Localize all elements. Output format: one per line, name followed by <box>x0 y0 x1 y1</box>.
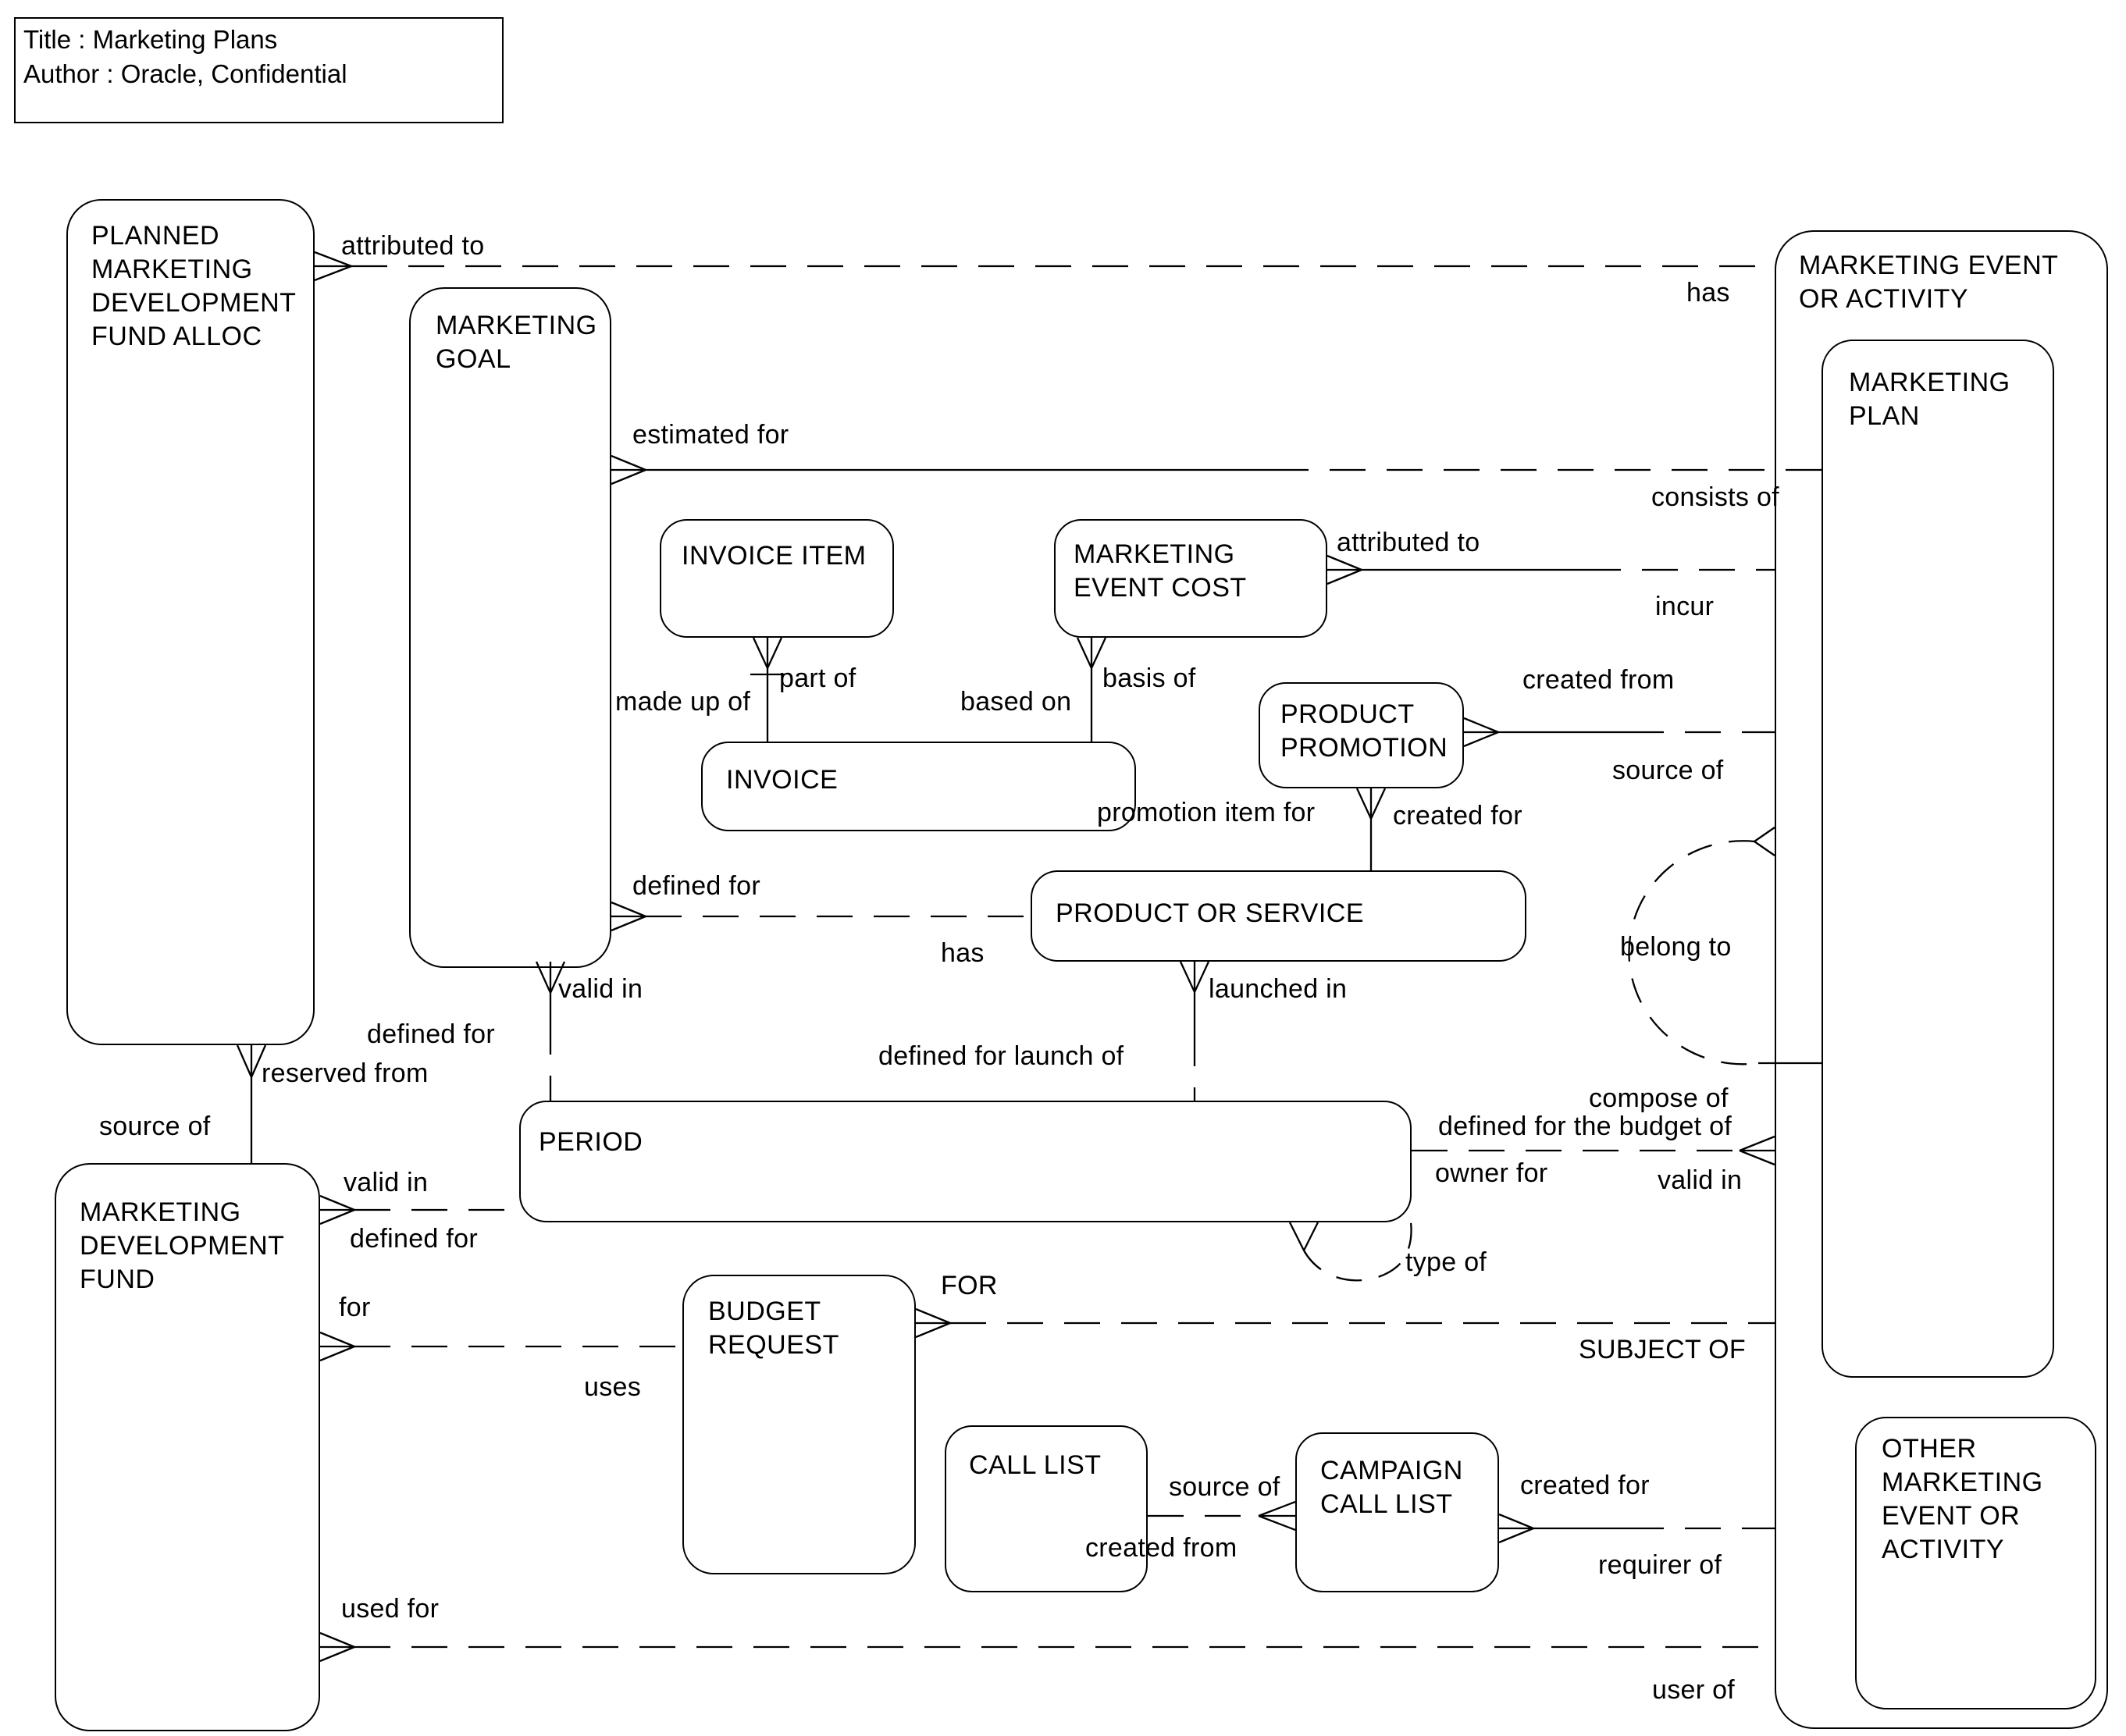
entity-label: OTHER MARKETING EVENT OR ACTIVITY <box>1882 1434 2043 1564</box>
rel-label-incur: incur <box>1655 592 1715 621</box>
rel-label-has-event: has <box>1686 278 1730 308</box>
rel-created-for-campaign-foot <box>1498 1513 1628 1544</box>
rel-belong-to-foot <box>1754 827 1775 856</box>
rel-label-created-from-call-list: created from <box>1085 1533 1237 1563</box>
entity-label: CAMPAIGN CALL LIST <box>1320 1456 1463 1519</box>
rel-label-valid-in-plan: valid in <box>1658 1165 1743 1195</box>
rel-part-of-foot <box>750 637 785 742</box>
rel-for-plan-foot <box>915 1307 951 1339</box>
rel-label-user-of: user of <box>1652 1675 1736 1705</box>
rel-label-launched-in: launched in <box>1209 974 1348 1004</box>
rel-belong-to-arc <box>1628 840 1759 1065</box>
entity-marketing-goal[interactable]: MARKETING GOAL <box>409 287 611 968</box>
rel-label-subject-of: SUBJECT OF <box>1579 1335 1746 1364</box>
diagram-title: Title : Marketing Plans <box>23 25 278 54</box>
rel-for-fund-foot <box>319 1331 355 1362</box>
rel-label-compose-of: compose of <box>1589 1083 1729 1113</box>
entity-label: INVOICE ITEM <box>682 541 867 571</box>
entity-label: MARKETING PLAN <box>1849 368 2010 431</box>
entity-label: MARKETING EVENT COST <box>1074 539 1247 603</box>
rel-type-of-foot <box>1288 1222 1319 1251</box>
rel-label-has-product: has <box>941 938 985 968</box>
entity-period[interactable]: PERIOD <box>519 1101 1412 1222</box>
entity-label: PERIOD <box>539 1127 643 1157</box>
diagram-title-box: Title : Marketing Plans Author : Oracle,… <box>14 17 504 123</box>
rel-call-list-foot <box>1258 1500 1296 1531</box>
rel-label-valid-in-goal: valid in <box>558 974 643 1004</box>
rel-label-created-for-promo: created for <box>1393 801 1522 831</box>
rel-label-defined-for-goal: defined for <box>632 871 760 901</box>
entity-label: BUDGET REQUEST <box>708 1297 839 1360</box>
entity-marketing-plan[interactable]: MARKETING PLAN <box>1822 340 2054 1378</box>
entity-invoice-item[interactable]: INVOICE ITEM <box>660 519 894 638</box>
diagram-author: Author : Oracle, Confidential <box>23 59 347 88</box>
rel-label-created-from-promo: created from <box>1522 665 1675 695</box>
rel-label-source-of-fund: source of <box>99 1112 211 1141</box>
entity-product-or-service[interactable]: PRODUCT OR SERVICE <box>1031 870 1526 962</box>
rel-created-from-promo-foot <box>1463 717 1628 748</box>
rel-label-reserved-from: reserved from <box>262 1058 429 1088</box>
rel-label-defined-for-the-budget-of: defined for the budget of <box>1438 1112 1732 1141</box>
rel-incur-foot <box>1327 554 1585 585</box>
entity-other-marketing-event-or-activity[interactable]: OTHER MARKETING EVENT OR ACTIVITY <box>1855 1417 2096 1709</box>
rel-label-requirer-of: requirer of <box>1598 1550 1722 1580</box>
entity-planned-marketing-development-fund-alloc[interactable]: PLANNED MARKETING DEVELOPMENT FUND ALLOC <box>66 199 315 1045</box>
rel-created-for-promo-foot <box>1355 788 1387 870</box>
rel-label-defined-for-fund: defined for <box>350 1224 478 1254</box>
rel-based-on-foot <box>1076 637 1107 742</box>
entity-label: INVOICE <box>726 765 839 795</box>
rel-goal-defined-for-foot <box>611 901 646 932</box>
rel-label-part-of: part of <box>779 663 856 693</box>
rel-label-source-of-call-list: source of <box>1169 1472 1280 1502</box>
entity-call-list[interactable]: CALL LIST <box>945 1425 1148 1592</box>
rel-attributed-to-has-foot <box>314 251 352 282</box>
entity-campaign-call-list[interactable]: CAMPAIGN CALL LIST <box>1295 1432 1499 1592</box>
rel-label-for-fund: for <box>339 1293 371 1322</box>
rel-label-source-of-promo: source of <box>1612 756 1724 785</box>
rel-label-defined-for-alloc: defined for <box>367 1019 495 1049</box>
rel-label-valid-in-fund: valid in <box>344 1168 429 1197</box>
rel-label-made-up-of: made up of <box>615 687 751 717</box>
rel-label-for-plan: FOR <box>941 1271 998 1300</box>
rel-label-consists-of: consists of <box>1651 482 1779 512</box>
rel-label-used-for: used for <box>341 1594 440 1624</box>
rel-label-promotion-item-for: promotion item for <box>1097 798 1316 827</box>
entity-label: PRODUCT PROMOTION <box>1280 699 1448 763</box>
rel-label-estimated-for: estimated for <box>632 420 789 450</box>
rel-label-attributed-to-alloc: attributed to <box>341 231 485 261</box>
entity-label: MARKETING DEVELOPMENT FUND <box>80 1197 284 1294</box>
entity-label: MARKETING EVENT OR ACTIVITY <box>1799 251 2058 314</box>
entity-label: PLANNED MARKETING DEVELOPMENT FUND ALLOC <box>91 221 296 351</box>
rel-label-defined-for-launch-of: defined for launch of <box>878 1041 1124 1071</box>
entity-marketing-event-cost[interactable]: MARKETING EVENT COST <box>1054 519 1327 638</box>
rel-label-belong-to: belong to <box>1620 932 1732 962</box>
entity-invoice[interactable]: INVOICE <box>701 742 1136 831</box>
rel-label-uses: uses <box>584 1372 642 1402</box>
rel-budget-of-foot <box>1739 1135 1775 1166</box>
rel-launched-in-foot <box>1179 961 1210 1030</box>
entity-label: MARKETING GOAL <box>436 311 597 374</box>
rel-label-based-on: based on <box>960 687 1072 717</box>
rel-reserved-from-foot <box>236 1044 267 1163</box>
rel-label-basis-of: basis of <box>1102 663 1196 693</box>
rel-label-type-of: type of <box>1405 1247 1487 1277</box>
rel-label-created-for-campaign: created for <box>1520 1471 1650 1500</box>
entity-label: PRODUCT OR SERVICE <box>1056 898 1365 928</box>
rel-label-attributed-to-cost: attributed to <box>1337 528 1480 557</box>
entity-marketing-development-fund[interactable]: MARKETING DEVELOPMENT FUND <box>55 1163 320 1731</box>
rel-fund-valid-in-foot <box>319 1194 355 1226</box>
entity-label: CALL LIST <box>969 1450 1102 1480</box>
rel-label-owner-for: owner for <box>1435 1158 1548 1188</box>
rel-used-for-foot <box>319 1631 355 1663</box>
entity-marketing-event-or-activity[interactable]: MARKETING EVENT OR ACTIVITY <box>1775 230 2108 1729</box>
rel-type-of-arc <box>1302 1222 1412 1282</box>
rel-estimated-for-foot <box>611 454 1273 486</box>
entity-product-promotion[interactable]: PRODUCT PROMOTION <box>1259 682 1464 788</box>
entity-budget-request[interactable]: BUDGET REQUEST <box>682 1275 916 1574</box>
